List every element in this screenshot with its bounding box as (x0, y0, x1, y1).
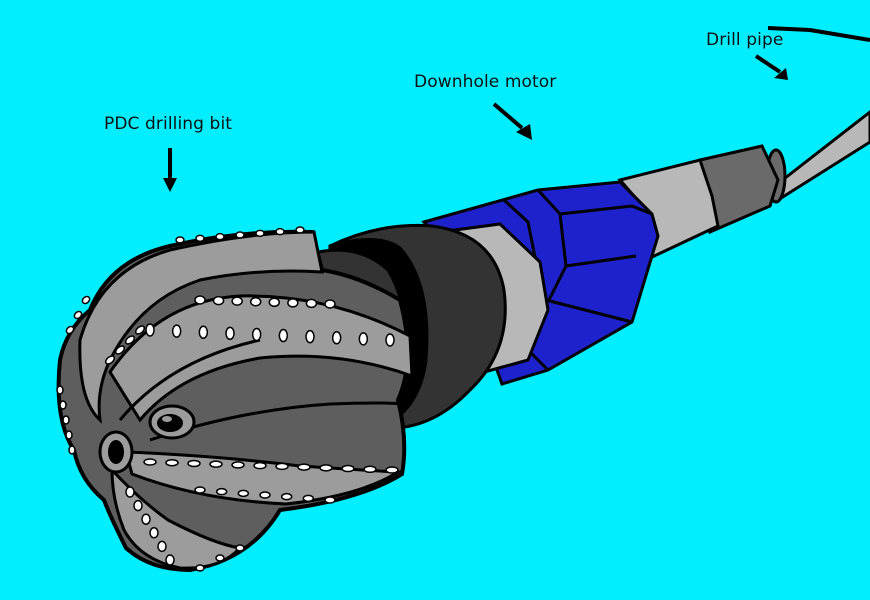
cutter-icon (302, 494, 315, 503)
cutter-icon (385, 333, 395, 347)
cutter-icon (65, 430, 73, 440)
cutter-icon (341, 464, 355, 473)
cutter-icon (324, 299, 336, 309)
cutter-icon (324, 496, 336, 504)
cutter-icon (259, 491, 271, 499)
cutter-icon (305, 298, 318, 309)
cutter-icon (157, 540, 167, 553)
cutter-icon (165, 554, 175, 566)
cutter-icon (187, 459, 201, 468)
cutter-icon (305, 329, 315, 344)
cutter-icon (249, 296, 262, 307)
cutter-icon (81, 295, 91, 305)
cutter-icon (363, 465, 377, 474)
cutter-icon (125, 486, 135, 498)
cutter-icon (358, 332, 369, 346)
drill-line (767, 26, 870, 42)
cutter-icon (287, 298, 299, 308)
cutter-icon (165, 458, 179, 467)
cutter-icon (215, 487, 228, 496)
cutter-icon (268, 297, 281, 308)
cutter-icon (255, 229, 265, 238)
cutter-icon (231, 296, 243, 306)
cutter-icon (231, 461, 245, 469)
arrow-icon (492, 102, 532, 140)
cutter-icon (235, 544, 245, 552)
cutter-icon (145, 323, 155, 337)
cutter-icon (56, 385, 64, 395)
cutter-icon (62, 415, 70, 425)
cutter-icon (198, 325, 209, 339)
cutter-icon (73, 310, 83, 320)
cutter-icon (215, 232, 225, 241)
cutter-icon (124, 335, 136, 345)
cutter-icon (280, 492, 293, 501)
cutter-icon (59, 400, 67, 410)
downhole-motor-label: Downhole motor (414, 72, 557, 92)
cutter-icon (275, 227, 285, 236)
cutter-icon (195, 564, 205, 572)
cutter-icon (65, 325, 75, 335)
cutter-icon (253, 461, 267, 470)
cutter-icon (194, 295, 206, 305)
pdc-cutters (56, 226, 399, 572)
arrow-icon (163, 148, 177, 192)
cutter-icon (171, 324, 182, 338)
cutter-icon (149, 527, 159, 539)
cutter-icon (295, 226, 305, 234)
cutter-icon (209, 460, 223, 468)
cutter-icon (225, 326, 235, 341)
cutter-icon (215, 554, 225, 562)
cutter-icon (235, 231, 245, 239)
cutter-icon (331, 331, 342, 345)
cutter-icon (141, 513, 151, 525)
cutter-icon (143, 458, 157, 466)
cutter-icon (175, 236, 185, 244)
cutter-icon (297, 463, 311, 471)
cutter-icon (212, 295, 225, 306)
cutter-icon (275, 462, 289, 471)
cutter-icon (237, 489, 250, 498)
cutter-icon (114, 345, 126, 355)
cutter-icon (278, 328, 289, 343)
cutter-icon (251, 327, 262, 342)
cutter-icon (385, 466, 399, 474)
cutter-icon (133, 499, 143, 512)
cutter-icon (319, 464, 333, 472)
cutter-icon (195, 234, 205, 243)
arrow-icon (754, 54, 788, 80)
cutter-icon (194, 486, 206, 494)
pdc-drilling-bit-label: PDC drilling bit (104, 114, 233, 134)
cutter-icon (68, 445, 76, 455)
drill-pipe-label: Drill pipe (706, 30, 784, 50)
cutter-icon (104, 355, 116, 365)
cutter-icon (134, 325, 146, 335)
